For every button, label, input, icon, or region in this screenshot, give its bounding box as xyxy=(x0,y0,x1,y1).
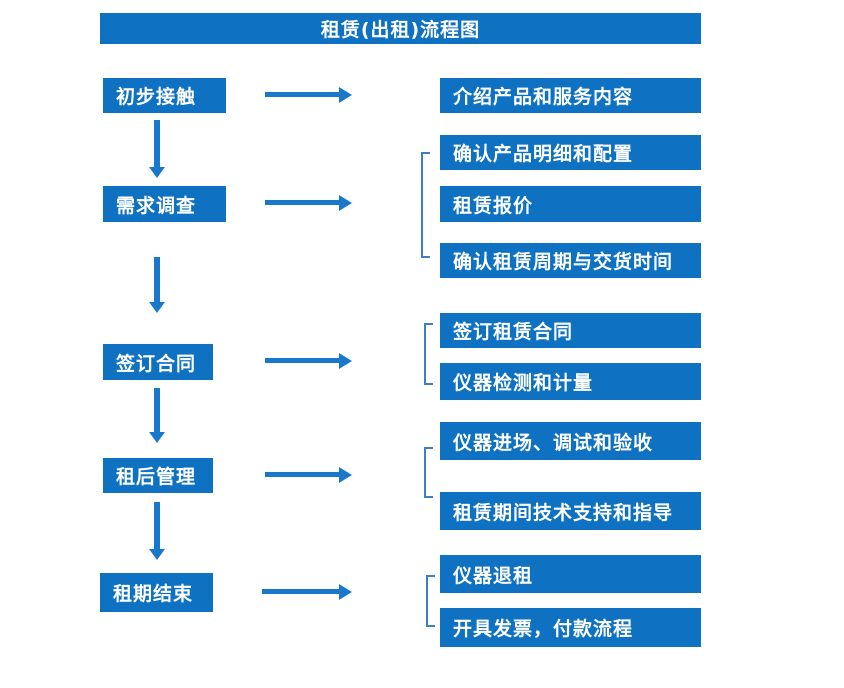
group-bracket-rental-end xyxy=(426,575,435,627)
detail-box-tech-support: 租赁期间技术支持和指导 xyxy=(440,492,701,530)
detail-box-instrument-testing: 仪器检测和计量 xyxy=(440,363,701,400)
step-box-demand-survey: 需求调查 xyxy=(103,186,226,222)
right-arrow-4 xyxy=(265,466,352,483)
step-box-sign-contract: 签订合同 xyxy=(103,344,213,380)
flowchart-title: 租赁(出租)流程图 xyxy=(100,13,701,44)
right-arrow-3 xyxy=(265,352,352,369)
step-box-rental-end: 租期结束 xyxy=(100,573,213,612)
group-bracket-post-rental xyxy=(424,447,433,498)
down-arrow-4 xyxy=(148,502,165,560)
detail-box-instrument-return: 仪器退租 xyxy=(440,555,701,593)
right-arrow-1 xyxy=(265,86,352,103)
detail-box-rental-quote: 租赁报价 xyxy=(440,186,701,222)
step-box-post-rental-management: 租后管理 xyxy=(103,458,213,493)
detail-box-introduce-products: 介绍产品和服务内容 xyxy=(440,78,701,113)
group-bracket-sign-contract xyxy=(424,323,433,385)
down-arrow-3 xyxy=(148,388,165,443)
detail-box-invoice-payment: 开具发票，付款流程 xyxy=(440,608,701,647)
step-box-initial-contact: 初步接触 xyxy=(103,78,226,113)
right-arrow-5 xyxy=(262,583,352,600)
detail-box-instrument-setup-acceptance: 仪器进场、调试和验收 xyxy=(440,422,701,460)
down-arrow-2 xyxy=(148,257,165,313)
down-arrow-1 xyxy=(148,120,165,178)
detail-box-confirm-period-delivery: 确认租赁周期与交货时间 xyxy=(440,243,701,278)
detail-box-sign-rental-contract: 签订租赁合同 xyxy=(440,313,701,348)
detail-box-confirm-product-config: 确认产品明细和配置 xyxy=(440,135,701,170)
group-bracket-demand-survey xyxy=(421,152,430,258)
right-arrow-2 xyxy=(265,194,352,211)
